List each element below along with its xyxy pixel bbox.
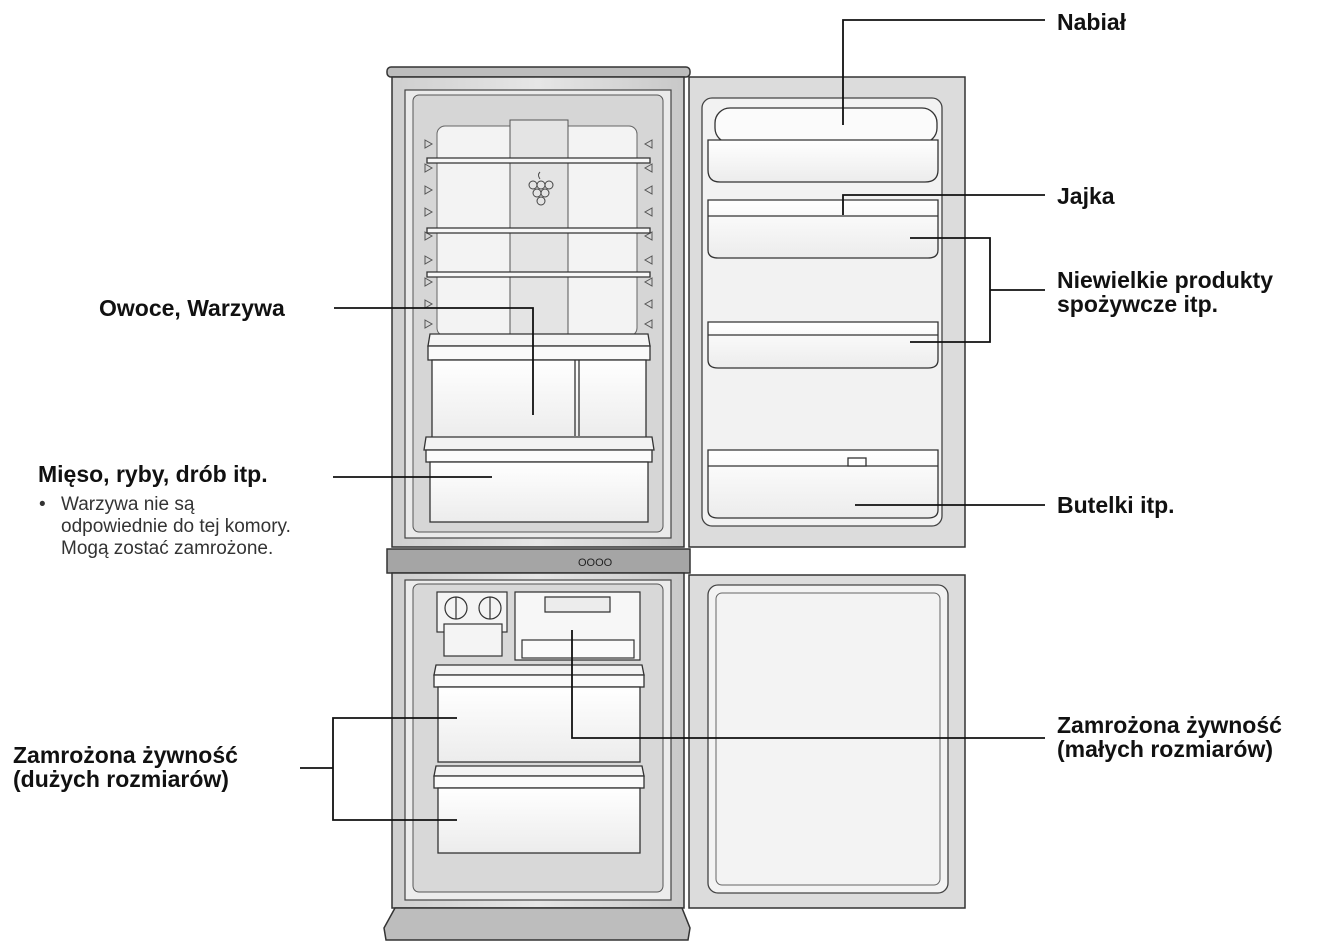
- ice-maker: [436, 591, 508, 657]
- label-nabial: Nabiał: [1057, 9, 1127, 35]
- label-zamrozona-male-line2: (małych rozmiarów): [1057, 736, 1273, 762]
- freezer-drawer-lower: [433, 765, 645, 854]
- leader-lines: [300, 19, 1045, 821]
- note-line1: • Warzywa nie są: [39, 494, 195, 516]
- bottle-shelf: [707, 449, 939, 519]
- label-niewielkie-line2: spożywcze itp.: [1057, 291, 1219, 317]
- label-niewielkie-line1: Niewielkie produkty: [1057, 267, 1274, 293]
- dairy-compartment: [707, 107, 939, 183]
- note-bullet: •: [39, 494, 46, 515]
- control-panel: [386, 548, 691, 574]
- egg-shelf: [707, 199, 939, 259]
- label-mieso: Mięso, ryby, drób itp.: [38, 461, 268, 487]
- fridge-door: [688, 76, 966, 548]
- freezer-drawer-upper: [433, 664, 645, 763]
- fridge-cabinet: OOOO: [383, 66, 691, 941]
- door-shelf-middle: [707, 321, 939, 369]
- vegetable-drawer: [427, 333, 651, 439]
- label-owoce: Owoce, Warzywa: [99, 295, 285, 321]
- control-panel-buttons: OOOO: [578, 557, 613, 569]
- label-butelki: Butelki itp.: [1057, 492, 1175, 518]
- small-freezer-box: [514, 591, 641, 661]
- grape-icon: [528, 171, 554, 206]
- note-line3: Mogą zostać zamrożone.: [61, 538, 274, 559]
- label-zamrozona-duze-line1: Zamrożona żywność: [13, 742, 238, 768]
- freezer-door: [688, 574, 966, 909]
- meat-drawer: [423, 436, 655, 523]
- fridge-base: [383, 907, 691, 941]
- label-jajka: Jajka: [1057, 183, 1115, 209]
- note-line2: odpowiednie do tej komory.: [61, 516, 291, 537]
- shelves: [426, 157, 651, 278]
- note-text-1: Warzywa nie są: [61, 494, 195, 515]
- label-zamrozona-male-line1: Zamrożona żywność: [1057, 712, 1282, 738]
- label-zamrozona-duze-line2: (dużych rozmiarów): [13, 766, 229, 792]
